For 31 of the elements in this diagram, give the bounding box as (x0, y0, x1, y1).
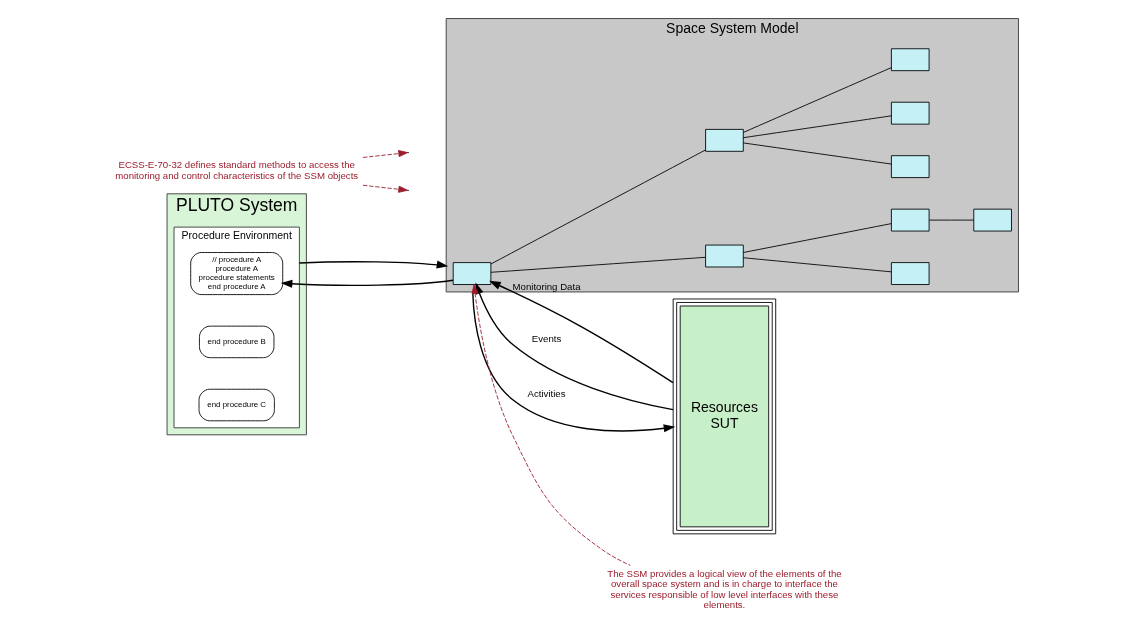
node-box (705, 244, 744, 268)
node-box (973, 208, 1012, 232)
node-box: Resources SUT (672, 298, 777, 535)
node-box (890, 101, 930, 125)
node-box (452, 262, 492, 285)
node-box: end procedure C (198, 388, 275, 422)
edge-label: Activities (527, 387, 566, 399)
arrow (280, 279, 454, 288)
connector (742, 257, 892, 273)
edge-label: Monitoring Data (512, 281, 581, 293)
connector (742, 115, 892, 139)
connector (742, 142, 892, 165)
node-box (705, 128, 744, 152)
node-box: end procedure B (199, 325, 275, 359)
node-text: The SSM provides a logical view of the elements of the overall space system and is in charge to interface the services responsible of low level interfaces with these elements. (607, 567, 842, 611)
node-box (890, 208, 930, 232)
arrow (472, 291, 676, 433)
arrow (362, 184, 408, 193)
connector (928, 219, 974, 221)
node-box (890, 48, 930, 72)
node-box: // procedure A procedure A procedure statements end procedure A (190, 252, 284, 296)
node-box (890, 262, 930, 285)
connector (742, 223, 892, 253)
connector (742, 67, 892, 133)
node-text: ECSS-E-70-32 defines standard methods to access the monitoring and control characteristics of the SSM objects (115, 159, 359, 181)
connector (490, 149, 706, 265)
connector (490, 256, 706, 273)
edge-label: Events (531, 332, 562, 344)
node-box (890, 155, 930, 179)
arrow (298, 260, 449, 269)
arrow (489, 280, 674, 384)
